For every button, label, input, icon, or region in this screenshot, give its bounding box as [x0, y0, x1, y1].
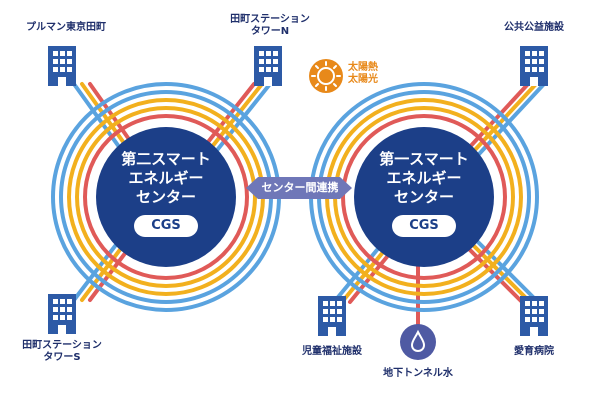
building-icon: [48, 294, 76, 334]
building-icon: [48, 46, 76, 86]
label-tower-n-line2: タワーN: [250, 26, 290, 37]
label-water: 地下トンネル水: [383, 368, 453, 379]
label-solar-heat: 太陽熱: [348, 62, 378, 73]
label-public: 公共公益施設: [504, 22, 564, 33]
label-tower-n: 田町ステーション タワーN: [210, 14, 330, 38]
label-solar-power: 太陽光: [348, 74, 378, 85]
label-tower-s-line1: 田町ステーション: [22, 340, 102, 351]
left-title-line3: センター: [135, 188, 196, 206]
right-title-line1: 第一スマート: [379, 150, 469, 168]
left-center-disc: [96, 127, 236, 267]
left-title-line2: エネルギー: [128, 169, 204, 187]
water-drop-icon: [400, 324, 436, 360]
right-center-disc: [354, 127, 494, 267]
building-icon: [520, 46, 548, 86]
label-tower-s: 田町ステーション タワーS: [2, 340, 122, 364]
label-hospital: 愛育病院: [514, 346, 554, 357]
left-title-line1: 第二スマート: [121, 150, 211, 168]
left-energy-rings: [51, 82, 281, 312]
building-icon: [520, 296, 548, 336]
center-link-label: センター間連携: [261, 181, 339, 194]
right-center-title: 第一スマート エネルギー センター: [364, 150, 484, 207]
building-icon: [318, 296, 346, 336]
label-childcare: 児童福祉施設: [302, 346, 362, 357]
label-solar: 太陽熱 太陽光: [348, 62, 408, 86]
label-pullman: プルマン東京田町: [26, 22, 106, 33]
label-tower-n-line1: 田町ステーション: [230, 14, 310, 25]
label-tower-s-line2: タワーS: [43, 352, 81, 363]
right-title-line3: センター: [393, 188, 454, 206]
left-center-title: 第二スマート エネルギー センター: [106, 150, 226, 207]
sun-icon: [309, 59, 343, 93]
right-title-line2: エネルギー: [386, 169, 462, 187]
left-cgs-badge: CGS: [134, 215, 198, 237]
right-cgs-badge: CGS: [392, 215, 456, 237]
center-link-arrow: [246, 177, 352, 199]
building-icon: [254, 46, 282, 86]
